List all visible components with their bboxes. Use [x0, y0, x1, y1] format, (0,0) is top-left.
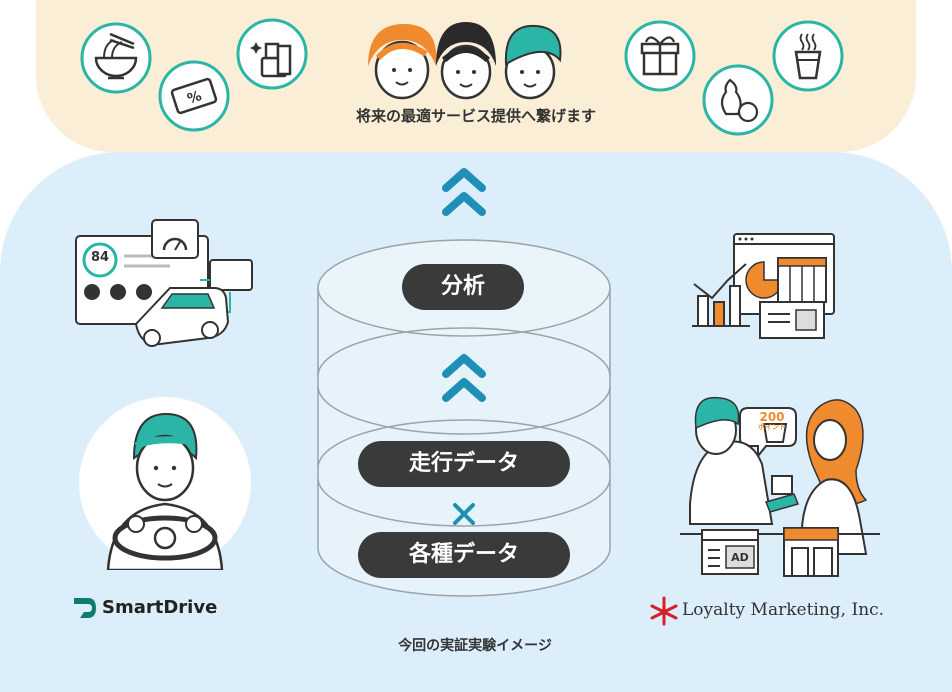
svg-text:%: %: [185, 88, 203, 108]
coupon-icon: %: [158, 60, 230, 132]
customer-faces-illustration: [368, 22, 562, 100]
points-number-text: 200: [759, 410, 785, 424]
top-icons-layer: %: [80, 18, 844, 136]
store-customers-illustration: [680, 396, 880, 577]
cross-multiply-icon: [453, 503, 475, 525]
upward-chevrons-middle-icon: [442, 354, 486, 402]
cosmetics-icon: [236, 18, 308, 90]
loyalty-marketing-logo-icon: [650, 596, 678, 626]
analytics-charts-illustration: [692, 233, 835, 339]
gift-icon: [624, 20, 696, 92]
driving-score-value: 84: [90, 250, 110, 265]
smartdrive-logo-text: SmartDrive: [102, 597, 218, 618]
upward-chevrons-top-icon: [442, 168, 486, 216]
telematics-dashboard-illustration: [75, 219, 253, 347]
driver-illustration: [79, 397, 251, 570]
points-label-text: ポイント: [758, 423, 786, 431]
loyalty-marketing-logo-text: Loyalty Marketing, Inc.: [682, 600, 885, 620]
smartdrive-logo-icon: [74, 598, 96, 618]
bowling-icon: [702, 64, 774, 136]
future-service-caption: 将来の最適サービス提供へ繋げます: [355, 107, 596, 125]
ad-sign-text: AD: [731, 551, 749, 564]
driving-data-label: 走行データ: [358, 441, 570, 487]
various-data-label: 各種データ: [358, 532, 570, 578]
noodle-bowl-icon: [80, 22, 152, 94]
experiment-image-caption: 今回の実証実験イメージ: [398, 638, 552, 654]
analysis-label: 分析: [402, 264, 524, 310]
coffee-cup-icon: [772, 20, 844, 92]
